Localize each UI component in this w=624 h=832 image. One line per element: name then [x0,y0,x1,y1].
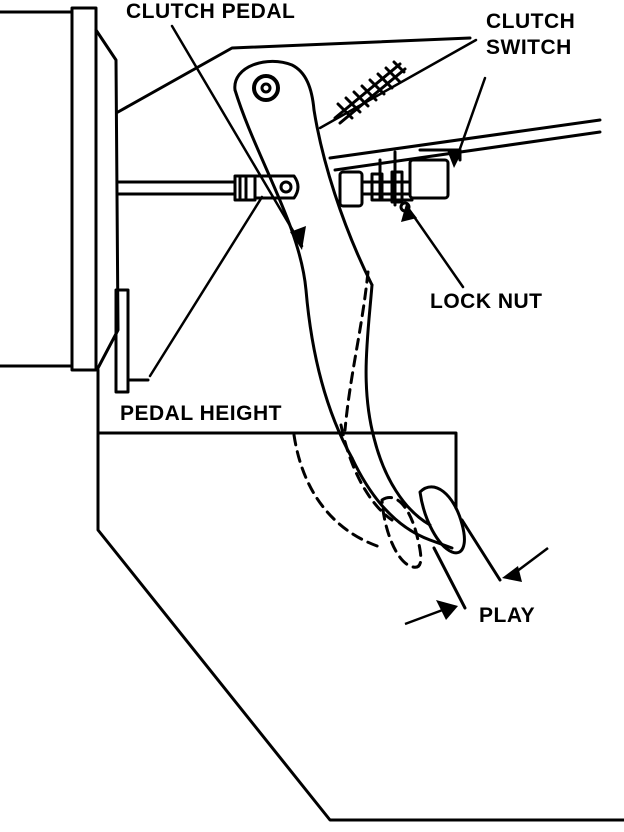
clutch-switch [338,158,450,213]
clutch-pedal-arm [233,59,454,550]
play-dimension [432,518,502,610]
pushrod [116,174,300,202]
clutch-switch-label-line2: SWITCH [486,36,572,59]
lock-nut-label: LOCK NUT [430,290,543,313]
floor-panel [96,368,624,822]
arrowheads [290,150,549,626]
pedal-height-label: PEDAL HEIGHT [120,402,282,425]
clutch-switch-label-line1: CLUTCH [486,10,576,33]
pedal-bracket [116,36,472,382]
pedal-height-box [96,431,458,510]
pedal-pad [418,485,466,555]
pedal-depressed-outline [292,270,423,569]
return-spring [333,60,407,125]
clutch-pedal-label: CLUTCH PEDAL [126,0,296,23]
play-label: PLAY [479,604,536,627]
firewall [0,6,130,394]
leader-lines [148,24,487,378]
